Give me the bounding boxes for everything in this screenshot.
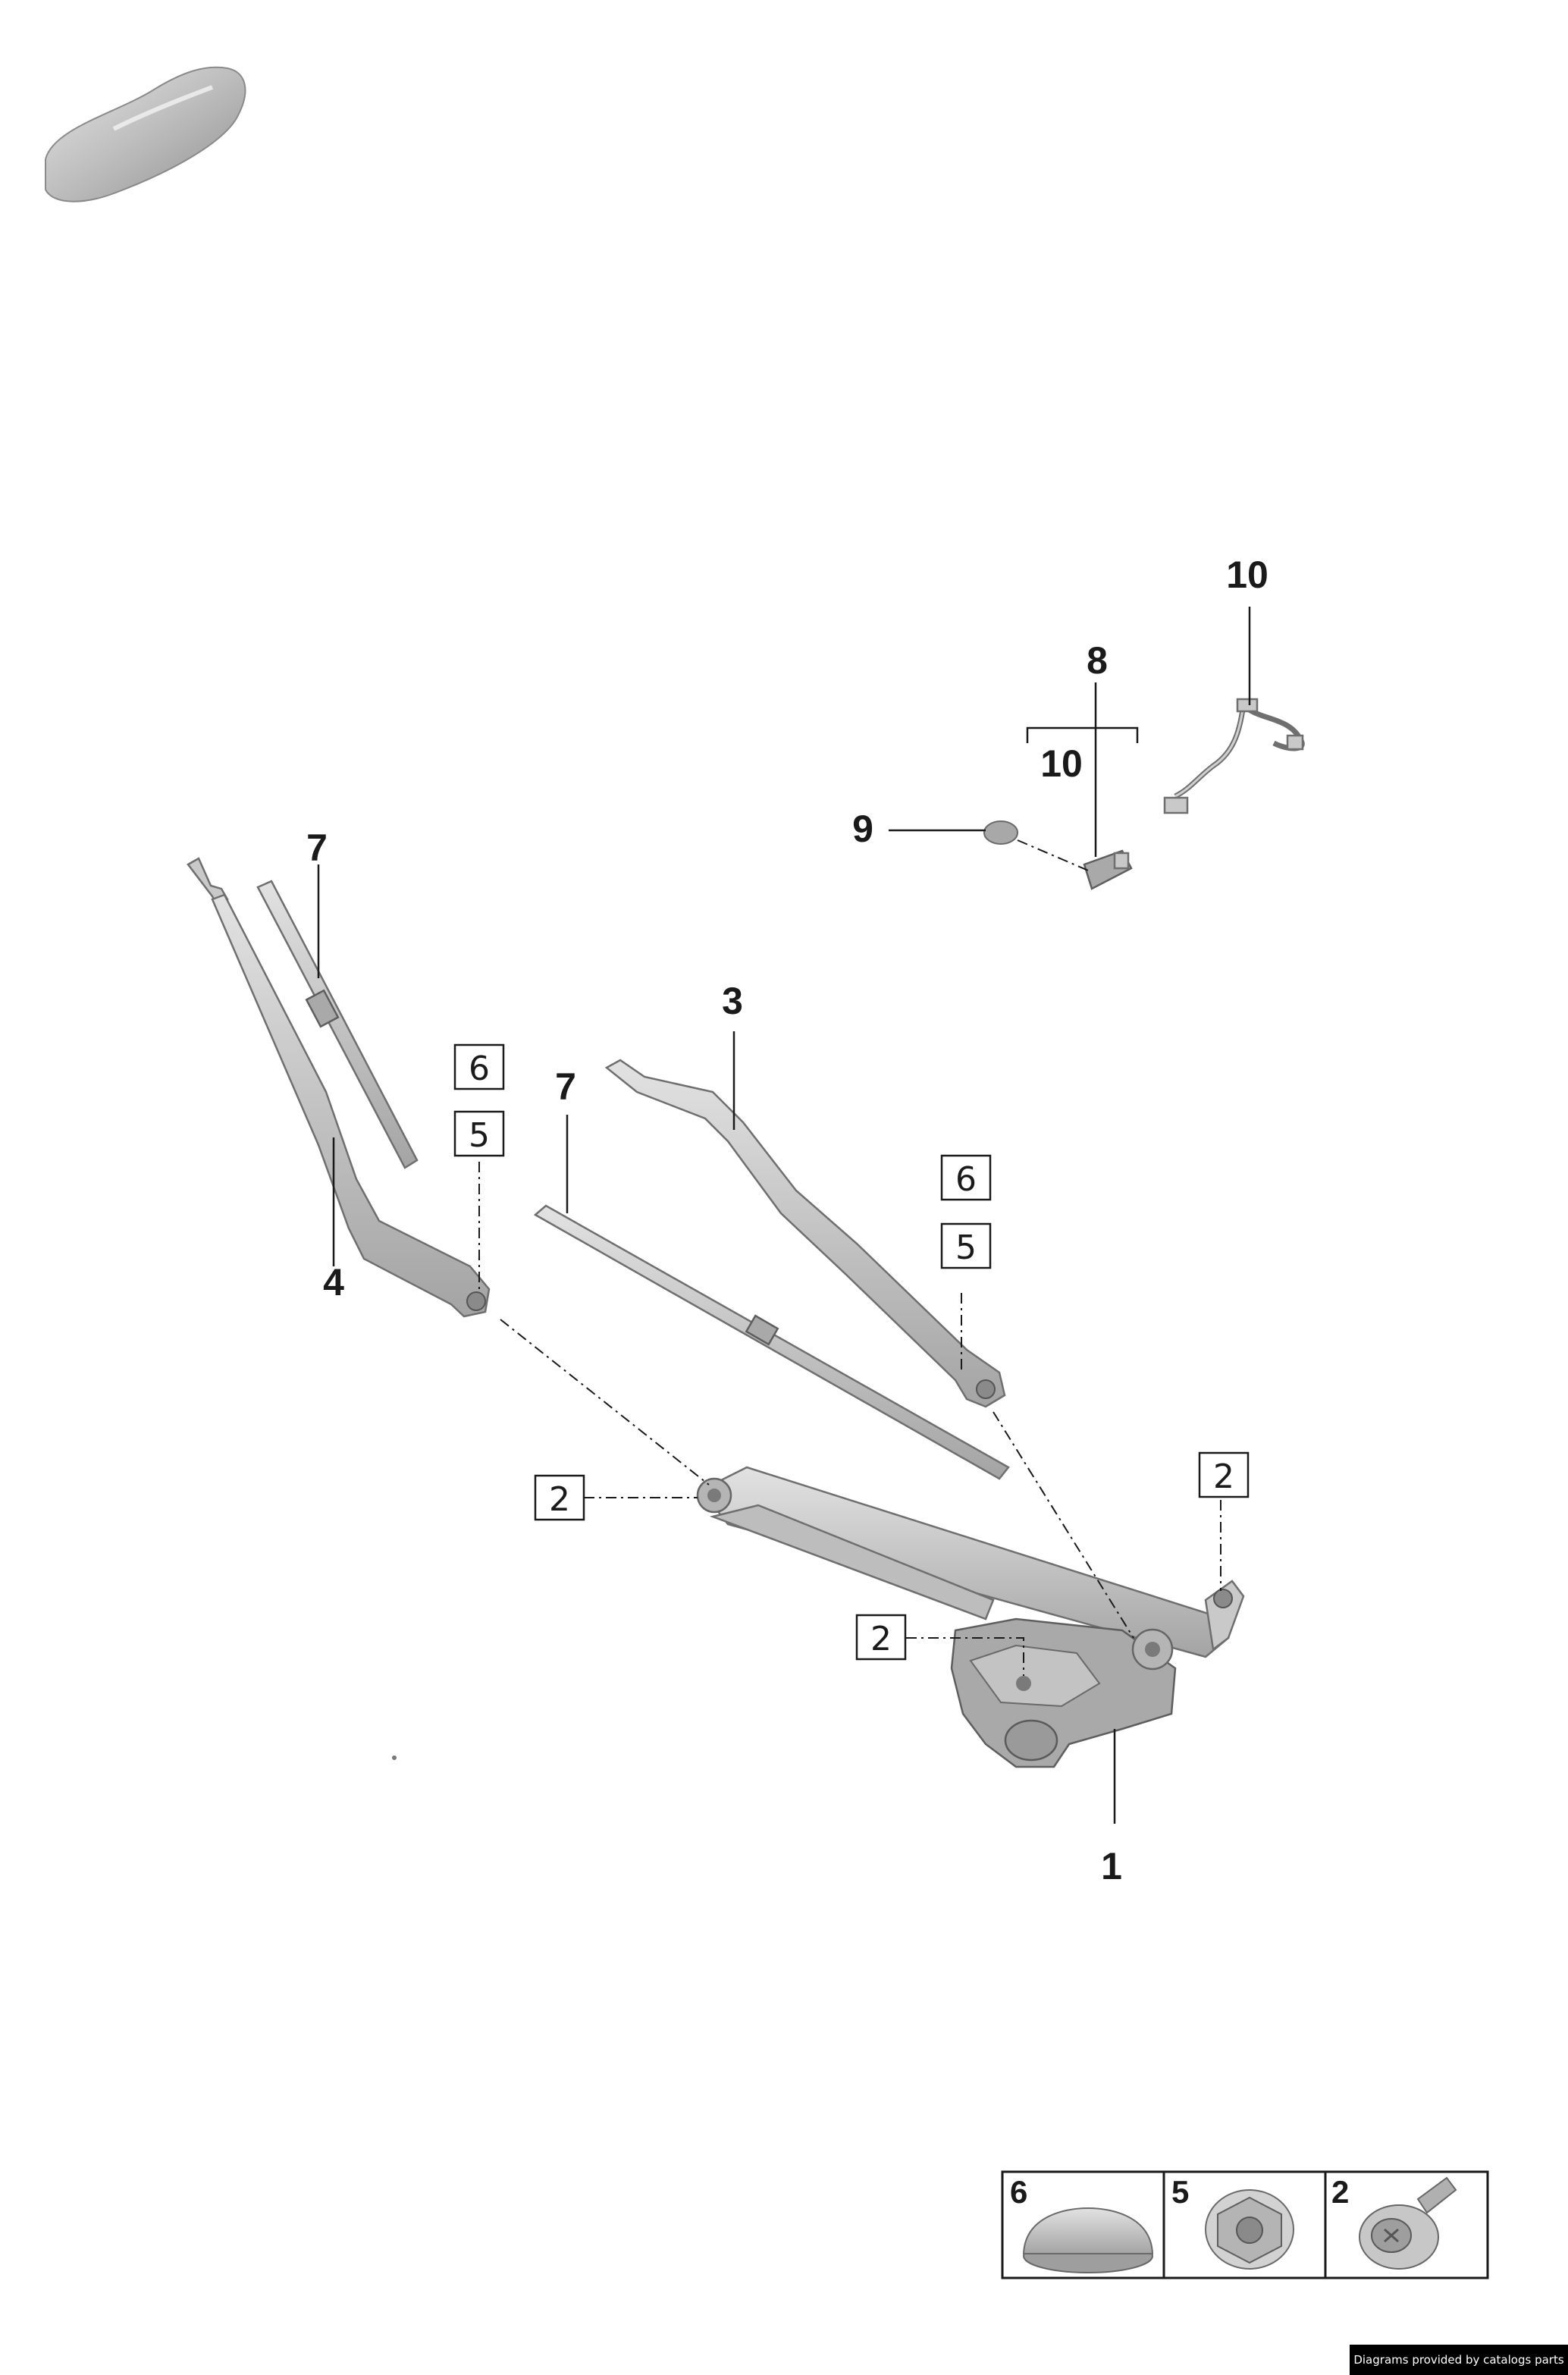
boxed-callouts: 6 5 6 5 2 2 2 xyxy=(453,1043,1250,1661)
left-wiper-blade xyxy=(256,880,419,1169)
boxed-callout-5-right: 5 xyxy=(940,1222,992,1269)
legend-number-6: 6 xyxy=(1010,2174,1027,2210)
callout-labels: 10 8 10 9 7 3 7 4 1 xyxy=(306,554,1269,1887)
callout-4: 4 xyxy=(323,1261,344,1304)
boxed-callout-5-left: 5 xyxy=(453,1110,505,1157)
wiper-linkage-motor xyxy=(696,1466,1245,1768)
callout-3: 3 xyxy=(722,980,743,1022)
bolt-icon xyxy=(1359,2176,1457,2270)
callout-10-bracket: 10 xyxy=(1040,742,1083,785)
callout-10-top: 10 xyxy=(1226,554,1269,596)
car-thumbnail-icon xyxy=(45,66,246,202)
hex-nut-icon xyxy=(1205,2189,1294,2270)
harness-connector xyxy=(1236,698,1259,713)
svg-text:2: 2 xyxy=(1213,1457,1234,1496)
boxed-callout-6-right: 6 xyxy=(940,1154,992,1201)
svg-text:2: 2 xyxy=(549,1480,570,1519)
svg-text:5: 5 xyxy=(955,1228,977,1267)
right-wiper-blade xyxy=(533,1204,1010,1480)
boxed-callout-2-right: 2 xyxy=(1198,1451,1250,1498)
legend-number-2: 2 xyxy=(1331,2174,1349,2210)
leader-lines xyxy=(317,607,1251,1824)
rubber-cap xyxy=(983,820,1018,845)
credit-badge: Diagrams provided by catalogs parts xyxy=(1350,2345,1568,2375)
callout-9: 9 xyxy=(852,808,873,850)
left-wiper-arm xyxy=(187,857,491,1318)
svg-text:6: 6 xyxy=(469,1049,490,1088)
svg-text:5: 5 xyxy=(469,1116,490,1155)
callout-7-right: 7 xyxy=(555,1065,576,1108)
boxed-callout-2-motor: 2 xyxy=(855,1614,907,1661)
legend-number-5: 5 xyxy=(1171,2174,1189,2210)
svg-text:2: 2 xyxy=(870,1620,892,1658)
harness-plug xyxy=(1163,796,1189,814)
cap-icon xyxy=(1022,2207,1154,2273)
boxed-callout-6-left: 6 xyxy=(453,1043,505,1090)
hardware-legend: 6 5 2 xyxy=(1001,2170,1489,2279)
callout-1: 1 xyxy=(1101,1845,1122,1887)
wiring-harness xyxy=(1163,698,1305,814)
callout-7-left: 7 xyxy=(306,827,328,869)
sensor-unit xyxy=(1083,849,1133,890)
svg-text:6: 6 xyxy=(955,1160,977,1199)
boxed-callout-2-left: 2 xyxy=(534,1474,585,1521)
callout-8: 8 xyxy=(1087,639,1108,682)
right-wiper-arm xyxy=(604,1059,1006,1408)
stray-mark xyxy=(392,1755,397,1760)
assembly-lines xyxy=(478,839,1221,1676)
